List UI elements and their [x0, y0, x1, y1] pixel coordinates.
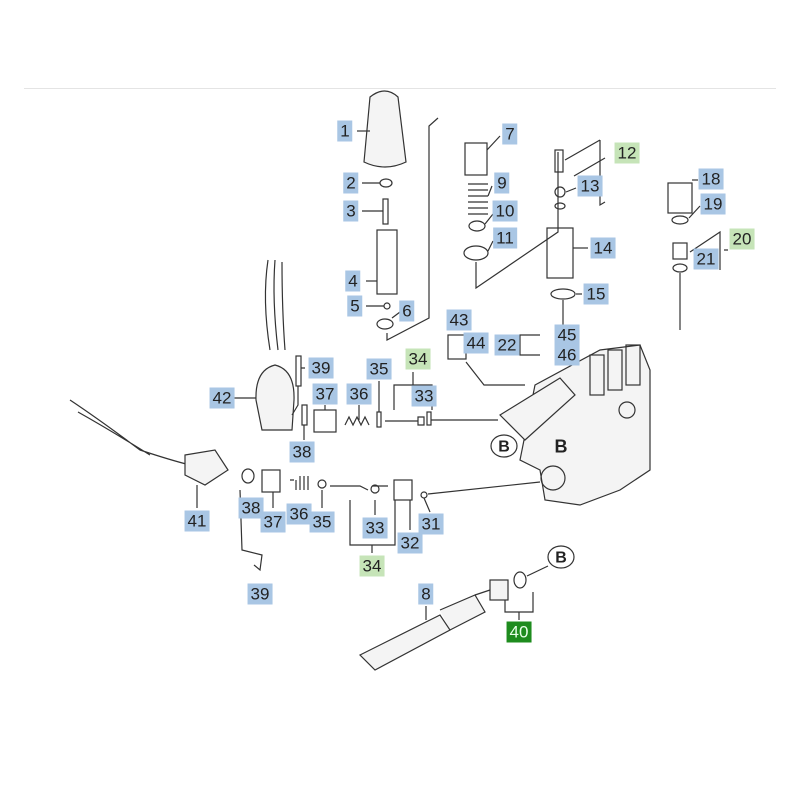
connector-b-marker: B — [555, 549, 567, 567]
part-13-washer — [554, 186, 566, 198]
part-label[interactable]: 10 — [492, 200, 518, 222]
part-10-valve — [468, 220, 486, 232]
part-label[interactable]: 39 — [247, 583, 273, 605]
part-35-ring — [376, 411, 382, 428]
part-6-seat — [376, 318, 394, 330]
kit-label[interactable]: 12 — [614, 142, 640, 164]
part-label[interactable]: 31 — [418, 513, 444, 535]
part-14-fitting — [546, 227, 574, 279]
part-37-nut-b — [261, 469, 281, 493]
part-36-spring — [344, 415, 370, 427]
part-label[interactable]: 38 — [238, 497, 264, 519]
part-18-plug — [667, 182, 693, 214]
part-label[interactable]: 41 — [184, 510, 210, 532]
part-label[interactable]: 6 — [399, 300, 415, 322]
connector-b-marker: B — [554, 436, 568, 457]
part-label[interactable]: 36 — [286, 503, 312, 525]
part-39-clip — [239, 489, 263, 572]
part-19-oring — [671, 215, 689, 225]
part-label[interactable]: 46 — [554, 344, 580, 366]
part-label[interactable]: 38 — [289, 441, 315, 463]
divider — [24, 88, 776, 89]
part-label[interactable]: 14 — [590, 237, 616, 259]
part-8-lance — [358, 594, 486, 671]
part-label[interactable]: 37 — [312, 383, 338, 405]
part-35-ring-b — [317, 479, 327, 489]
part-label[interactable]: 19 — [700, 193, 726, 215]
part-label[interactable]: 8 — [418, 583, 434, 605]
part-37-nut — [313, 409, 337, 433]
part-label[interactable]: 4 — [345, 270, 361, 292]
part-36-spring-b — [290, 476, 309, 490]
part-label[interactable]: 37 — [260, 511, 286, 533]
part-label[interactable]: 5 — [347, 295, 363, 317]
part-label[interactable]: 35 — [366, 358, 392, 380]
part-label[interactable]: 44 — [463, 332, 489, 354]
part-label[interactable]: 13 — [577, 175, 603, 197]
part-11-nut — [463, 245, 489, 261]
part-label[interactable]: 11 — [493, 227, 517, 249]
part-label[interactable]: 7 — [502, 123, 518, 145]
part-12-valve — [554, 149, 564, 173]
part-9-spring — [468, 183, 488, 215]
part-5-ball — [383, 302, 391, 310]
part-38-pin — [301, 404, 308, 426]
kit-label[interactable]: 34 — [359, 555, 385, 577]
part-label[interactable]: 1 — [337, 120, 353, 142]
part-label[interactable]: 9 — [494, 172, 510, 194]
part-label[interactable]: 36 — [346, 383, 372, 405]
part-label[interactable]: 15 — [583, 283, 609, 305]
part-label[interactable]: 22 — [494, 334, 520, 356]
part-label[interactable]: 33 — [411, 385, 437, 407]
part-label[interactable]: 39 — [308, 357, 334, 379]
part-label[interactable]: 18 — [698, 168, 724, 190]
kit-label[interactable]: 34 — [405, 348, 431, 370]
cable-42 — [264, 259, 286, 351]
part-label[interactable]: 21 — [693, 248, 719, 270]
part-40-nut — [489, 579, 509, 601]
part-label[interactable]: 42 — [209, 387, 235, 409]
connector-b-marker: B — [498, 438, 510, 456]
part-15-oring — [550, 288, 576, 300]
highlighted-part-label[interactable]: 40 — [506, 621, 532, 643]
part-42-switch — [255, 364, 295, 431]
part-33-stem-b — [330, 485, 388, 491]
part-label[interactable]: 43 — [446, 309, 472, 331]
part-41-switch — [184, 449, 229, 486]
part-label[interactable]: 45 — [554, 324, 580, 346]
part-3-pin — [382, 198, 389, 225]
part-39-pin — [295, 355, 302, 387]
part-label[interactable]: 33 — [362, 517, 388, 539]
part-label[interactable]: 35 — [309, 511, 335, 533]
part-31-oring — [420, 491, 428, 499]
part-label[interactable]: 3 — [343, 200, 359, 222]
part-label[interactable]: 2 — [343, 172, 359, 194]
part-40-oring — [513, 571, 527, 589]
part-33-stem — [385, 416, 425, 426]
part-7-plug — [464, 142, 488, 176]
part-label[interactable]: 32 — [397, 532, 423, 554]
part-32-fitting — [393, 479, 413, 501]
part-2-nut — [379, 178, 393, 188]
part-4-tube — [376, 229, 398, 295]
part-21-valve — [672, 242, 688, 260]
cable-41 — [69, 399, 191, 466]
kit-label[interactable]: 20 — [729, 228, 755, 250]
part-38-washer — [241, 468, 255, 484]
part-1-knob — [363, 90, 407, 168]
